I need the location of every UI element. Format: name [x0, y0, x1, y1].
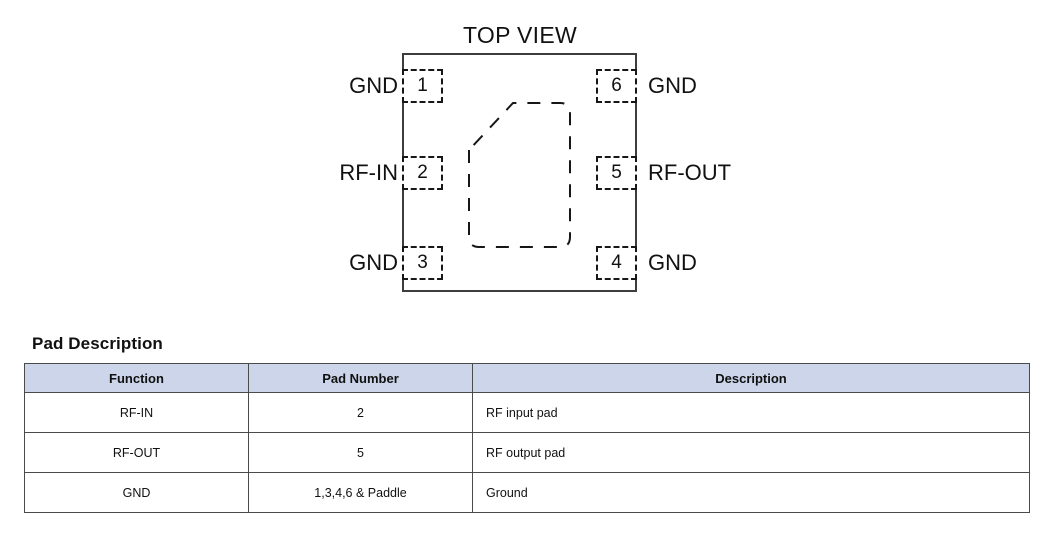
table-row: RF-OUT 5 RF output pad: [24, 432, 1030, 473]
cell-pad-number: 5: [248, 432, 473, 473]
pad-3: 3: [402, 246, 443, 280]
pad-5: 5: [596, 156, 637, 190]
pad-1: 1: [402, 69, 443, 103]
cell-function: RF-OUT: [24, 432, 249, 473]
cell-pad-number: 2: [248, 392, 473, 433]
pad-2-label: RF-IN: [339, 160, 398, 185]
exposed-paddle-outline: [468, 102, 571, 248]
top-view-title: TOP VIEW: [462, 22, 578, 48]
pad-6-label: GND: [648, 73, 697, 98]
cell-function: RF-IN: [24, 392, 249, 433]
cell-description: RF input pad: [472, 392, 1030, 433]
column-header-description: Description: [472, 363, 1030, 393]
table-row: GND 1,3,4,6 & Paddle Ground: [24, 472, 1030, 513]
pad-4-label: GND: [648, 250, 697, 275]
column-header-function: Function: [24, 363, 249, 393]
pad-description-table: Function Pad Number Description RF-IN 2 …: [24, 363, 1030, 513]
cell-pad-number: 1,3,4,6 & Paddle: [248, 472, 473, 513]
pad-6: 6: [596, 69, 637, 103]
pad-description-heading: Pad Description: [32, 334, 163, 353]
pad-3-label: GND: [349, 250, 398, 275]
package-top-view-diagram: TOP VIEW 1 2 3 6 5 4 GND RF-IN GND GND R…: [339, 22, 732, 292]
column-header-pad-number: Pad Number: [248, 363, 473, 393]
pad-1-label: GND: [349, 73, 398, 98]
pad-5-label: RF-OUT: [648, 160, 732, 185]
table-row: RF-IN 2 RF input pad: [24, 392, 1030, 433]
cell-description: RF output pad: [472, 432, 1030, 473]
pad-2: 2: [402, 156, 443, 190]
table-header-row: Function Pad Number Description: [24, 363, 1030, 393]
pad-4: 4: [596, 246, 637, 280]
cell-function: GND: [24, 472, 249, 513]
cell-description: Ground: [472, 472, 1030, 513]
